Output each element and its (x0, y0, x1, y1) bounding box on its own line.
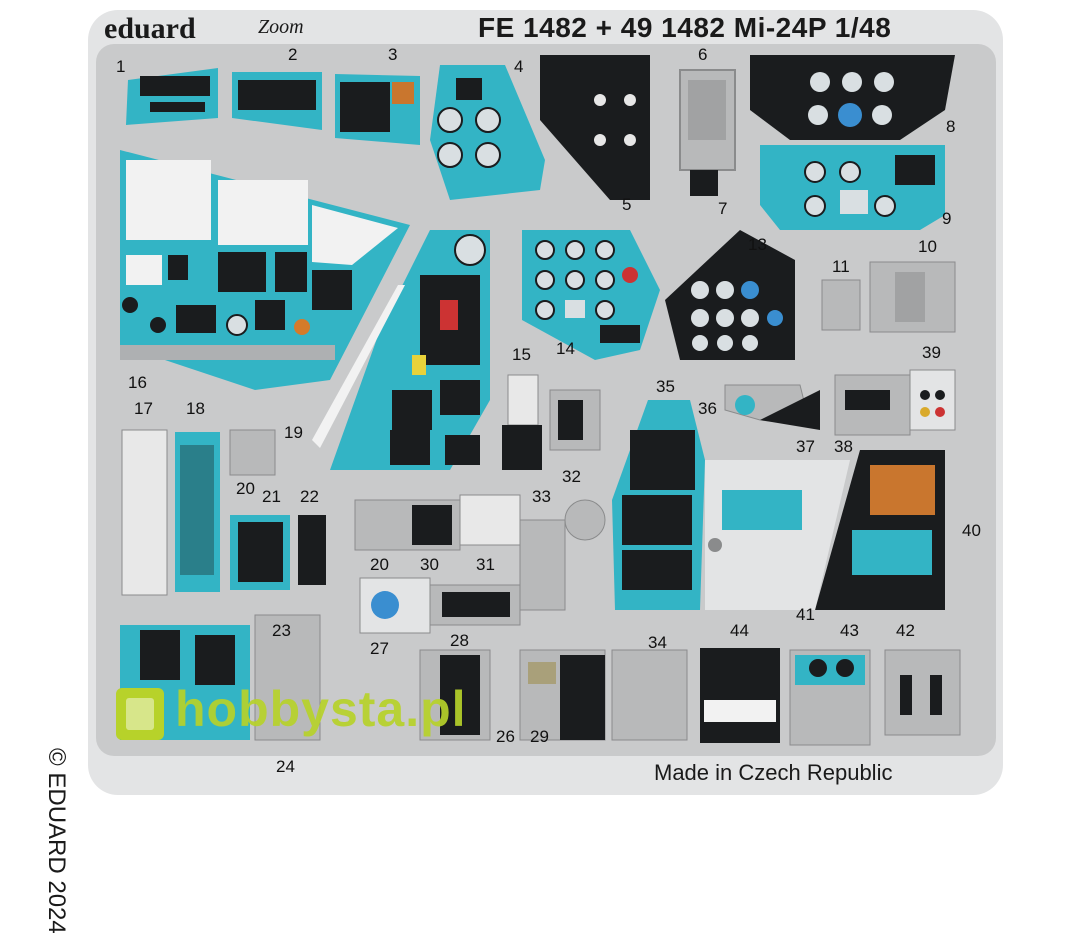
part-label: 21 (262, 487, 281, 506)
part-label: 20 (370, 555, 389, 574)
part-5 (540, 55, 650, 200)
zoom-logo-text: Zoom (258, 16, 304, 38)
brand-logo-text: eduard (104, 12, 196, 45)
part-label: 20 (236, 479, 255, 498)
part-3 (335, 74, 420, 145)
part-label: 19 (284, 423, 303, 442)
part-label: 32 (562, 467, 581, 486)
part-28 (429, 584, 521, 626)
part-label: 37 (796, 437, 815, 456)
part-label: 36 (698, 399, 717, 418)
part-30 (354, 499, 461, 551)
part-10 (869, 261, 956, 333)
part-label: 43 (840, 621, 859, 640)
part-19 (312, 230, 490, 470)
part-15 (502, 374, 542, 470)
copyright-text: © EDUARD 2024 (43, 748, 70, 934)
part-11 (821, 279, 861, 331)
part-label: 8 (946, 117, 956, 136)
part-13 (665, 230, 795, 360)
part-label: 35 (656, 377, 675, 396)
part-27 (359, 577, 431, 634)
part-label: 42 (896, 621, 915, 640)
part-label: 14 (556, 339, 575, 358)
part-26 (419, 649, 491, 741)
part-44 (700, 648, 780, 743)
part-label: 26 (496, 727, 515, 746)
part-1 (126, 68, 218, 125)
part-34 (611, 649, 688, 741)
part-40 (815, 450, 945, 610)
part-label: 24 (276, 757, 295, 776)
part-label: 10 (918, 237, 937, 256)
part-32 (549, 389, 601, 451)
part-label: 27 (370, 639, 389, 658)
part-label: 39 (922, 343, 941, 362)
part-6 (679, 69, 736, 171)
part-label: 29 (530, 727, 549, 746)
part-label: 30 (420, 555, 439, 574)
set-title: FE 1482 + 49 1482 Mi-24P 1/48 (478, 12, 892, 43)
part-20 (229, 429, 276, 476)
part-37 (760, 390, 820, 430)
part-label: 5 (622, 195, 632, 214)
part-39 (909, 369, 956, 431)
part-label: 1 (116, 57, 126, 76)
part-label: 44 (730, 621, 749, 640)
part-31 (459, 494, 521, 546)
part-21 (230, 515, 290, 590)
part-label: 6 (698, 45, 708, 64)
part-label: 13 (748, 235, 767, 254)
part-label: 2 (288, 45, 298, 64)
part-label: 38 (834, 437, 853, 456)
part-label: 7 (718, 199, 728, 218)
part-35 (612, 400, 705, 610)
part-label: 22 (300, 487, 319, 506)
part-43 (789, 649, 871, 746)
part-label: 15 (512, 345, 531, 364)
part-label: 31 (476, 555, 495, 574)
part-18 (175, 432, 220, 592)
part-label: 34 (648, 633, 667, 652)
photo-etch-fret (88, 10, 1003, 795)
part-14 (522, 230, 660, 360)
part-9 (760, 145, 945, 230)
watermark-text: hobbysta.pl (175, 681, 467, 737)
part-38 (834, 374, 911, 436)
part-label: 18 (186, 399, 205, 418)
origin-text: Made in Czech Republic (654, 760, 893, 785)
part-2 (232, 72, 322, 130)
part-label: 33 (532, 487, 551, 506)
part-label: 4 (514, 57, 524, 76)
part-label: 28 (450, 631, 469, 650)
part-label: 17 (134, 399, 153, 418)
part-24 (120, 625, 250, 740)
part-8 (750, 55, 955, 140)
part-label: 3 (388, 45, 398, 64)
part-22 (298, 515, 326, 585)
part-42 (884, 649, 961, 736)
part-29 (519, 649, 606, 741)
part-label: 23 (272, 621, 291, 640)
part-label: 9 (942, 209, 952, 228)
part-16 (120, 150, 410, 390)
hobbysta-logo-icon (116, 688, 164, 740)
part-label: 11 (832, 257, 850, 276)
part-label: 41 (796, 605, 815, 624)
part-23 (254, 614, 321, 741)
part-label: 16 (128, 373, 147, 392)
part-4 (430, 65, 545, 200)
part-label: 40 (962, 521, 981, 540)
part-17 (121, 429, 168, 596)
part-7 (690, 170, 718, 196)
part-33 (519, 499, 606, 611)
part-41 (705, 460, 850, 610)
